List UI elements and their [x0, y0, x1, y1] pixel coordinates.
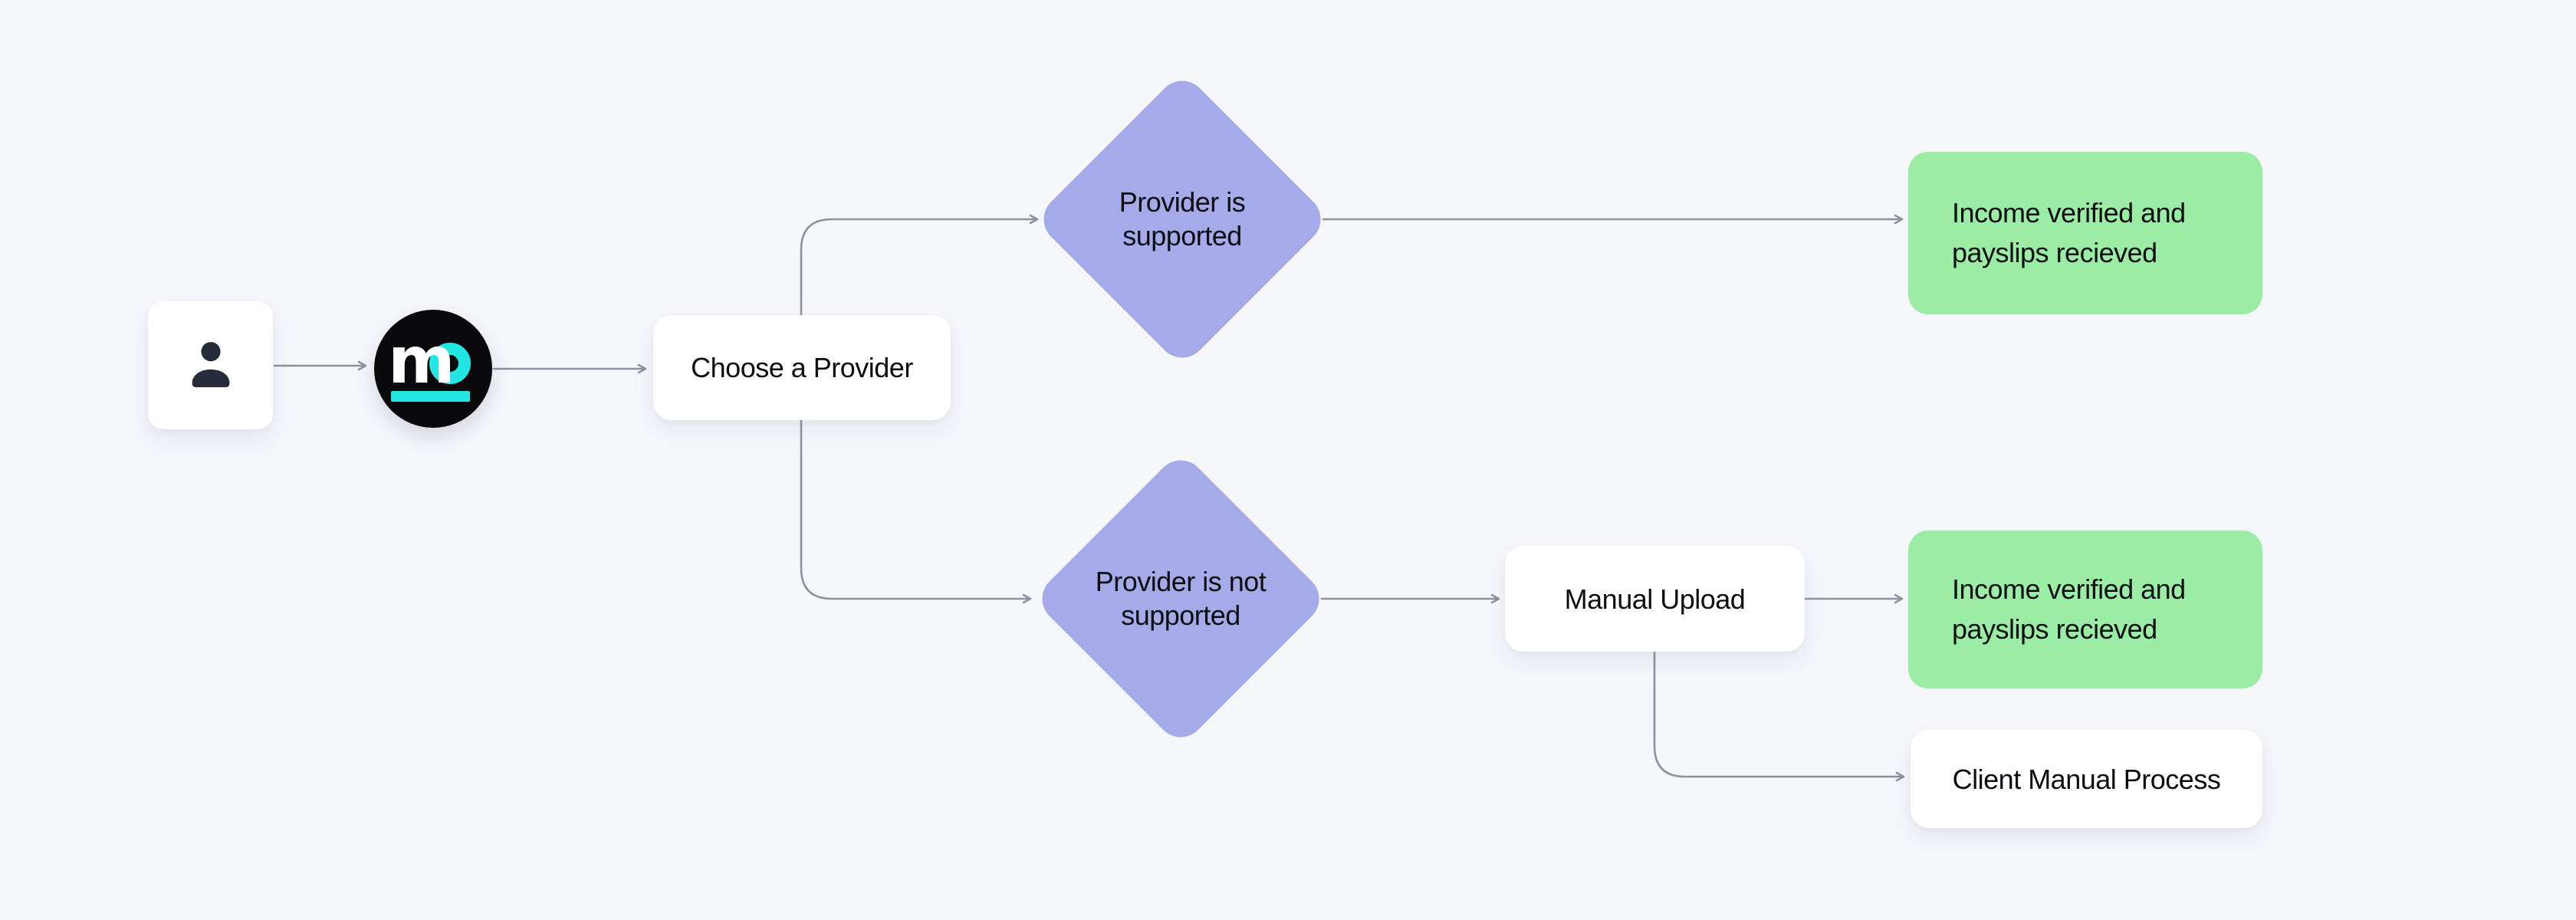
node-income-verified-bottom: Income verified and payslips recieved [1908, 531, 2262, 688]
mo-logo-icon: m [388, 323, 471, 402]
node-applicant [148, 301, 273, 429]
node-client-manual-process: Client Manual Process [1911, 730, 2262, 828]
node-logo-mo: m [374, 310, 492, 428]
node-income-verified-top: Income verified and payslips recieved [1908, 152, 2262, 314]
person-icon [192, 341, 229, 387]
client-manual-process-label: Client Manual Process [1952, 763, 2221, 795]
logo-letter-m: m [388, 323, 455, 398]
provider-not-supported-label: Provider is not supported [1095, 566, 1267, 631]
provider-supported-label: Provider is supported [1119, 186, 1246, 251]
choose-provider-label: Choose a Provider [691, 352, 913, 383]
income-verified-bottom-label: Income verified and payslips recieved [1952, 573, 2186, 645]
logo-underline [391, 391, 470, 402]
edge-choose-provider-to-provider-supported [800, 214, 1039, 362]
o-ring-icon [429, 343, 471, 384]
node-provider-supported: Provider is supported [1033, 71, 1331, 368]
node-manual-upload: Manual Upload [1505, 546, 1805, 652]
edge-manual-upload-to-client-manual-process [1653, 651, 1905, 782]
manual-upload-label: Manual Upload [1564, 583, 1746, 615]
node-choose-provider: Choose a Provider [653, 315, 951, 420]
edge-choose-provider-to-provider-not-supported [800, 374, 1032, 604]
income-verified-top-label: Income verified and payslips recieved [1952, 196, 2186, 268]
node-provider-not-supported: Provider is not supported [1032, 450, 1329, 748]
